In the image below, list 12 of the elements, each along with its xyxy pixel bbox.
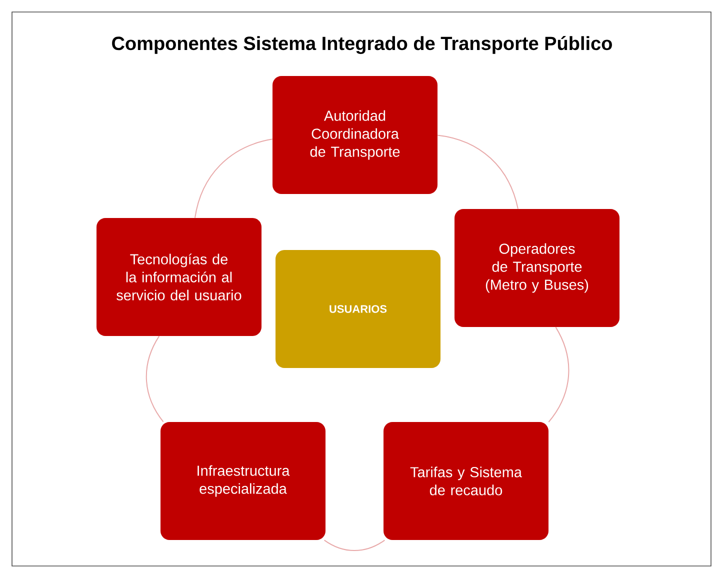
ring-connector <box>437 134 518 210</box>
process-box: Tarifas y Sistema de recaudo <box>384 422 548 540</box>
center-box: USUARIOS <box>276 250 440 368</box>
process-box: Autoridad Coordinadora de Transporte <box>272 76 438 194</box>
process-box: Infraestructura especializada <box>160 422 326 540</box>
ring-connector <box>548 326 570 422</box>
ring-connector <box>324 540 386 552</box>
ring-connector <box>146 336 164 422</box>
process-box: Operadores de Transporte (Metro y Buses) <box>454 209 620 327</box>
process-box: Tecnologías de la información al servicio del usuario <box>96 218 262 336</box>
title: Componentes Sistema Integrado de Transporte Público <box>112 36 612 54</box>
ring-connector <box>194 138 273 218</box>
